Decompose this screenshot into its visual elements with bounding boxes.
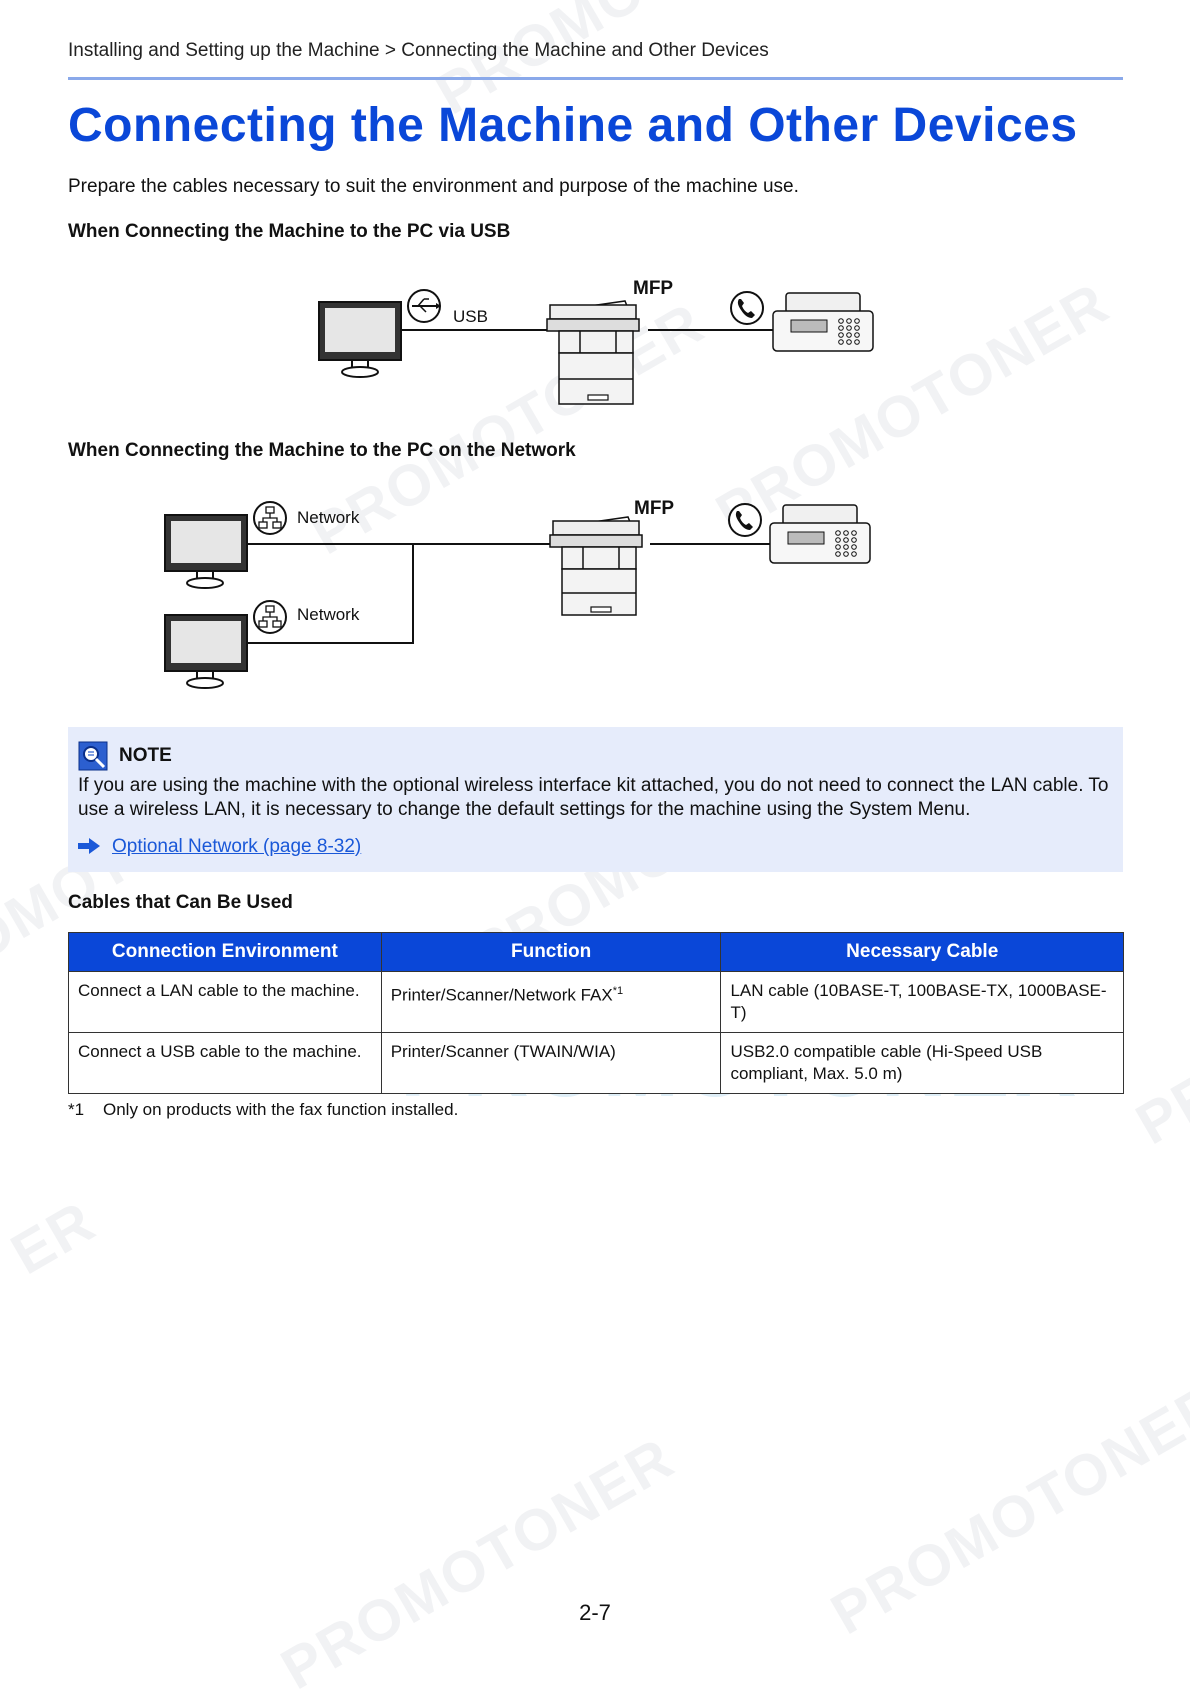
network-connection-diagram: Network Network MFP: [0, 0, 1190, 720]
watermark: PROMOTONER: [270, 1424, 685, 1703]
table-cell: Printer/Scanner/Network FAX*1: [381, 972, 721, 1033]
phone-icon: [729, 504, 761, 536]
column-header: Necessary Cable: [721, 933, 1124, 972]
note-link-row: Optional Network (page 8-32): [78, 836, 361, 858]
network-cable-label: Network: [297, 508, 360, 527]
table-row: Connect a LAN cable to the machine. Prin…: [69, 972, 1124, 1033]
page-number: 2-7: [0, 1600, 1190, 1626]
fax-machine-icon: [770, 505, 870, 563]
cables-table: Connection Environment Function Necessar…: [68, 932, 1124, 1094]
mfp-icon: [550, 517, 642, 615]
optional-network-link[interactable]: Optional Network (page 8-32): [112, 836, 361, 857]
note-text: If you are using the machine with the op…: [78, 774, 1113, 822]
function-text: Printer/Scanner/Network FAX: [391, 986, 613, 1005]
footnote-text: Only on products with the fax function i…: [103, 1100, 458, 1119]
column-header: Function: [381, 933, 721, 972]
network-cable-label: Network: [297, 605, 360, 624]
table-cell: Printer/Scanner (TWAIN/WIA): [381, 1033, 721, 1094]
watermark-fragment: PR: [1125, 1058, 1190, 1158]
column-header: Connection Environment: [69, 933, 382, 972]
table-row: Connect a USB cable to the machine. Prin…: [69, 1033, 1124, 1094]
network-icon: [254, 601, 286, 633]
note-box: NOTE If you are using the machine with t…: [68, 727, 1123, 872]
note-title: NOTE: [119, 745, 172, 767]
table-cell: Connect a LAN cable to the machine.: [69, 972, 382, 1033]
footnote-ref: *1: [613, 985, 623, 997]
table-header-row: Connection Environment Function Necessar…: [69, 933, 1124, 972]
cables-section-heading: Cables that Can Be Used: [68, 892, 293, 914]
table-cell: USB2.0 compatible cable (Hi-Speed USB co…: [721, 1033, 1124, 1094]
footnote-mark: *1: [68, 1100, 103, 1120]
pc-monitor-icon: [165, 615, 247, 688]
mfp-label: MFP: [634, 498, 674, 519]
watermark-fragment: ER: [0, 1188, 107, 1288]
table-cell: LAN cable (10BASE-T, 100BASE-TX, 1000BAS…: [721, 972, 1124, 1033]
arrow-right-icon: [78, 838, 100, 854]
pc-monitor-icon: [165, 515, 247, 588]
function-text: Printer/Scanner (TWAIN/WIA): [391, 1042, 616, 1061]
note-magnifier-icon: [78, 741, 108, 771]
table-cell: Connect a USB cable to the machine.: [69, 1033, 382, 1094]
network-icon: [254, 502, 286, 534]
